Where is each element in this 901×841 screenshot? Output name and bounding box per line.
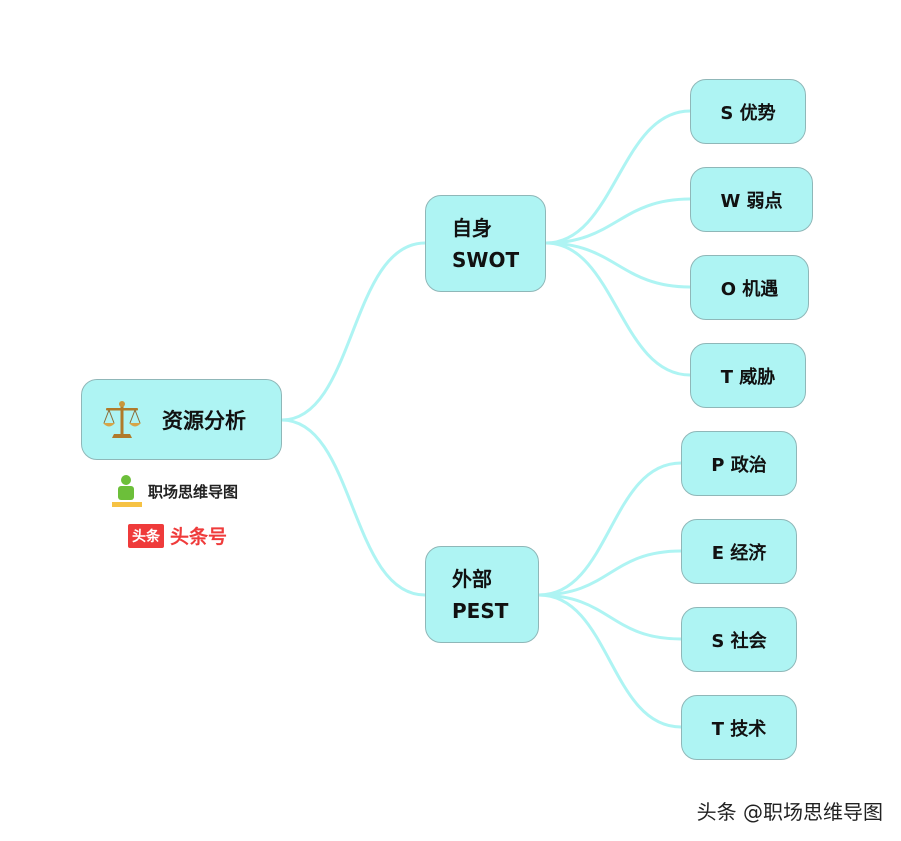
branch-pest-line2: PEST [452, 598, 509, 623]
leaf-label: T 威胁 [720, 366, 776, 388]
leaf-node-pest-s[interactable]: S 社会 [681, 607, 797, 672]
brand-figure-icon [112, 475, 142, 507]
leaf-node-pest-p[interactable]: P 政治 [681, 431, 797, 496]
balance-scale-icon [103, 400, 141, 438]
connector-swot-s [544, 109, 692, 245]
branch-swot-line2: SWOT [452, 247, 520, 272]
connector-swot-t [544, 241, 692, 377]
branch-node-pest[interactable]: 外部 PEST [425, 546, 539, 643]
connector-pest-t [537, 593, 683, 729]
leaf-node-swot-o[interactable]: O 机遇 [690, 255, 809, 320]
root-node[interactable]: 资源分析 [81, 379, 282, 460]
leaf-node-swot-s[interactable]: S 优势 [690, 79, 806, 144]
branch-pest-line1: 外部 [452, 566, 492, 591]
branch-swot-line1: 自身 [452, 215, 492, 240]
toutiao-badge: 头条 [128, 523, 164, 548]
leaf-node-pest-t[interactable]: T 技术 [681, 695, 797, 760]
toutiao-text: 头条号 [170, 526, 228, 548]
branch-node-swot[interactable]: 自身 SWOT [425, 195, 546, 292]
connector-swot-o [544, 241, 692, 289]
connector-root-swot [280, 241, 427, 422]
mindmap-brand-text: 职场思维导图 [148, 482, 239, 501]
connector-root-pest [280, 418, 427, 597]
toutiao-logo: 头条 头条号 [128, 522, 227, 549]
leaf-label: O 机遇 [720, 278, 779, 300]
root-label: 资源分析 [162, 408, 246, 433]
leaf-label: S 社会 [711, 630, 767, 652]
leaf-node-swot-t[interactable]: T 威胁 [690, 343, 806, 408]
leaf-node-pest-e[interactable]: E 经济 [681, 519, 797, 584]
leaf-label: P 政治 [711, 454, 767, 476]
leaf-label: W 弱点 [720, 190, 783, 212]
mindmap-brand-logo: 职场思维导图 [112, 474, 238, 508]
leaf-node-swot-w[interactable]: W 弱点 [690, 167, 813, 232]
connector-pest-s [537, 593, 683, 641]
leaf-label: E 经济 [711, 542, 767, 564]
watermark: 头条 @职场思维导图 [696, 800, 883, 824]
connector-pest-e [537, 549, 683, 597]
leaf-label: T 技术 [711, 718, 767, 740]
connector-pest-p [537, 461, 683, 597]
connector-swot-w [544, 197, 692, 245]
leaf-label: S 优势 [720, 102, 776, 124]
